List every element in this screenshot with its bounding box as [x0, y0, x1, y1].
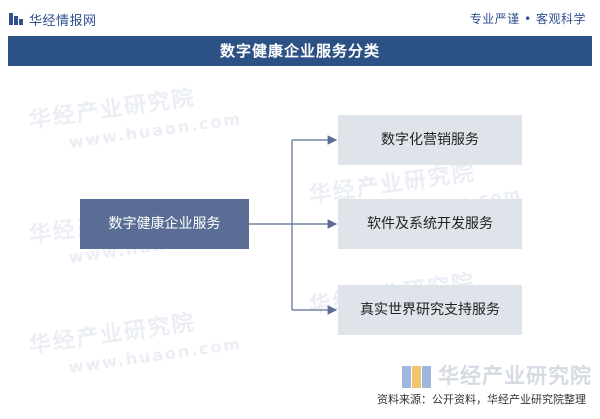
top-bar: 华经情报网 专业严谨 • 客观科学: [0, 0, 600, 36]
slogan: 专业严谨 • 客观科学: [469, 12, 586, 26]
watermark-url: www.huaon.com: [67, 108, 244, 153]
watermark-text: 华经产业研究院: [27, 310, 198, 359]
root-node: 数字健康企业服务: [80, 199, 249, 249]
footer-brand: 华经产业研究院: [438, 364, 592, 388]
page-title: 数字健康企业服务分类: [8, 36, 592, 66]
watermark-url: www.huaon.com: [67, 333, 244, 378]
watermark-text: 华经产业研究院: [27, 85, 198, 134]
child-node-software-development: 软件及系统开发服务: [338, 199, 522, 249]
source-note: 资料来源：公开资料，华经产业研究院整理: [377, 393, 586, 406]
brand-name: 华经情报网: [29, 14, 97, 29]
logo-mark-icon: [9, 13, 23, 25]
child-node-digital-marketing: 数字化营销服务: [338, 115, 522, 165]
footer-logo-icon: [402, 366, 431, 388]
child-node-real-world-research: 真实世界研究支持服务: [338, 285, 522, 335]
